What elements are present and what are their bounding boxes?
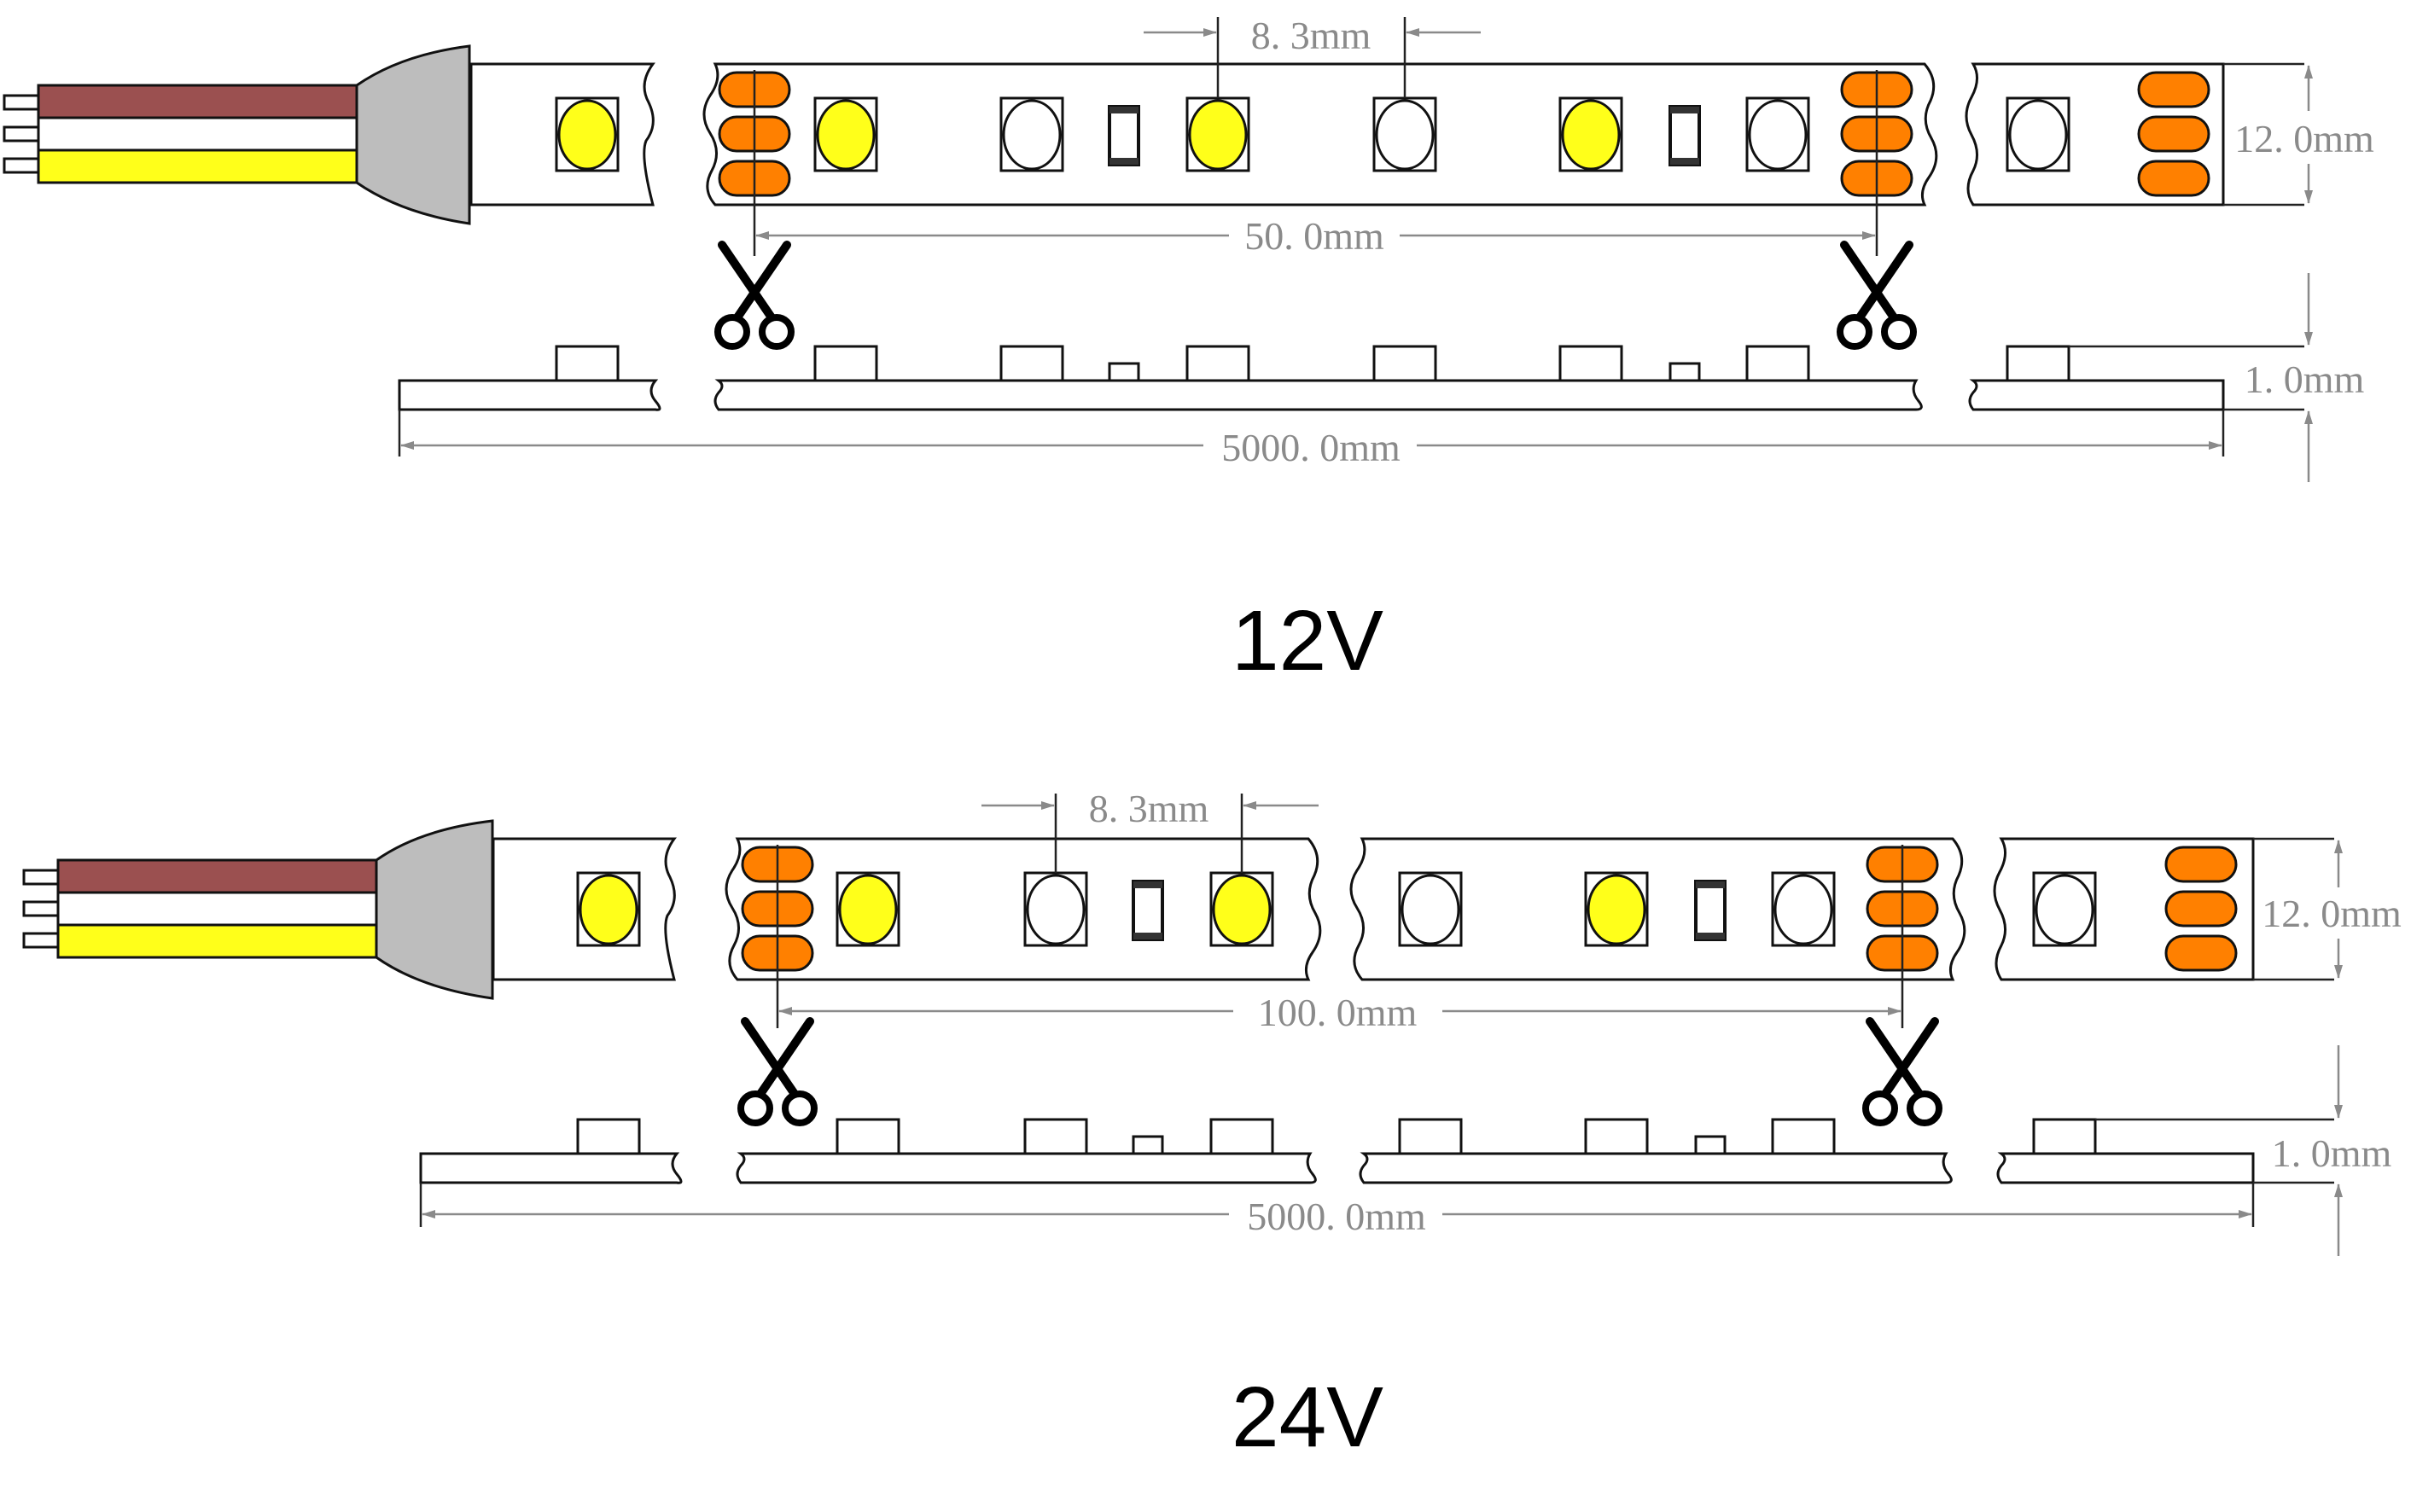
resistor-profile	[1668, 362, 1701, 382]
led-chip	[576, 871, 641, 947]
resistor-profile	[1132, 1135, 1164, 1155]
wire-white	[56, 891, 380, 927]
led-chip	[1209, 871, 1274, 947]
thickness-label: 1. 0mm	[2272, 1131, 2392, 1175]
chip-profile	[1185, 345, 1250, 382]
strip-side-start	[398, 379, 661, 411]
led-pitch-label: 8. 3mm	[1251, 14, 1371, 57]
led-chip	[1398, 871, 1463, 947]
led-pitch-label: 8. 3mm	[1089, 787, 1209, 830]
cable-connector	[375, 819, 494, 1000]
solder-pads-end	[2164, 846, 2238, 972]
wire-tip	[22, 932, 60, 949]
led-chip	[1185, 96, 1250, 172]
scissors-icon	[714, 241, 795, 350]
led-chip	[1372, 96, 1437, 172]
strip-side-main	[713, 379, 1923, 411]
led-chip	[1558, 96, 1623, 172]
voltage-title: 24V	[1232, 1370, 1383, 1465]
chip-profile	[1372, 345, 1437, 382]
resistor	[1108, 105, 1140, 166]
chip-profile	[813, 345, 878, 382]
wire-yellow	[37, 148, 360, 184]
chip-profile	[576, 1118, 641, 1155]
wire-bundle-12v	[3, 44, 471, 225]
wire-yellow	[56, 923, 380, 959]
wire-brown	[37, 84, 360, 119]
resistor	[1132, 880, 1164, 941]
led-chip	[813, 96, 878, 172]
strip-side-end	[1968, 379, 2225, 411]
chip-profile	[1209, 1118, 1274, 1155]
led-chip	[555, 96, 620, 172]
resistor	[1668, 105, 1701, 166]
scissors-icon	[1837, 241, 1917, 350]
scissors-icon	[737, 1017, 818, 1126]
length-label: 5000. 0mm	[1221, 426, 1401, 469]
cable-connector	[355, 44, 471, 225]
width-label: 12. 0mm	[2262, 892, 2402, 935]
width-label: 12. 0mm	[2234, 117, 2374, 160]
wire-tip	[22, 869, 60, 886]
chip-profile	[1745, 345, 1810, 382]
strip-side-end	[1996, 1152, 2255, 1184]
solder-pads-end	[2137, 71, 2210, 197]
scissors-icon	[1862, 1017, 1942, 1126]
strip-side-main-b	[1359, 1152, 1953, 1184]
resistor	[1694, 880, 1727, 941]
led-chip	[1584, 871, 1649, 947]
led-chip	[999, 96, 1064, 172]
chip-profile	[1558, 345, 1623, 382]
led-chip	[836, 871, 900, 947]
chip-profile	[1398, 1118, 1463, 1155]
chip-profile	[999, 345, 1064, 382]
strip-side-start	[419, 1152, 683, 1184]
wire-tip	[22, 900, 60, 917]
strip-12v: 8. 3mm 50. 0mm 12. 0mm	[3, 14, 2374, 689]
led-chip	[2006, 96, 2070, 172]
wire-tip	[3, 125, 40, 142]
thickness-label: 1. 0mm	[2245, 358, 2365, 401]
resistor-profile	[1108, 362, 1140, 382]
led-chip	[1771, 871, 1836, 947]
chip-profile	[1771, 1118, 1836, 1155]
wire-brown	[56, 858, 380, 894]
resistor-profile	[1694, 1135, 1727, 1155]
strip-side-main-a	[736, 1152, 1317, 1184]
chip-profile	[1584, 1118, 1649, 1155]
wire-white	[37, 116, 360, 152]
chip-profile	[1023, 1118, 1088, 1155]
chip-profile	[2032, 1118, 2097, 1155]
led-chip	[1023, 871, 1088, 947]
voltage-title: 12V	[1232, 593, 1383, 689]
chip-profile	[555, 345, 620, 382]
led-chip	[1745, 96, 1810, 172]
led-chip	[2032, 871, 2097, 947]
chip-profile	[836, 1118, 900, 1155]
cut-interval-label: 50. 0mm	[1244, 214, 1384, 258]
wire-tip	[3, 157, 40, 174]
length-label: 5000. 0mm	[1247, 1195, 1426, 1238]
chip-profile	[2006, 345, 2070, 382]
strip-24v: 8. 3mm 100. 0mm 12. 0mm	[22, 787, 2402, 1465]
wire-tip	[3, 94, 40, 111]
wire-bundle-24v	[22, 819, 494, 1000]
cut-interval-label: 100. 0mm	[1258, 991, 1418, 1034]
